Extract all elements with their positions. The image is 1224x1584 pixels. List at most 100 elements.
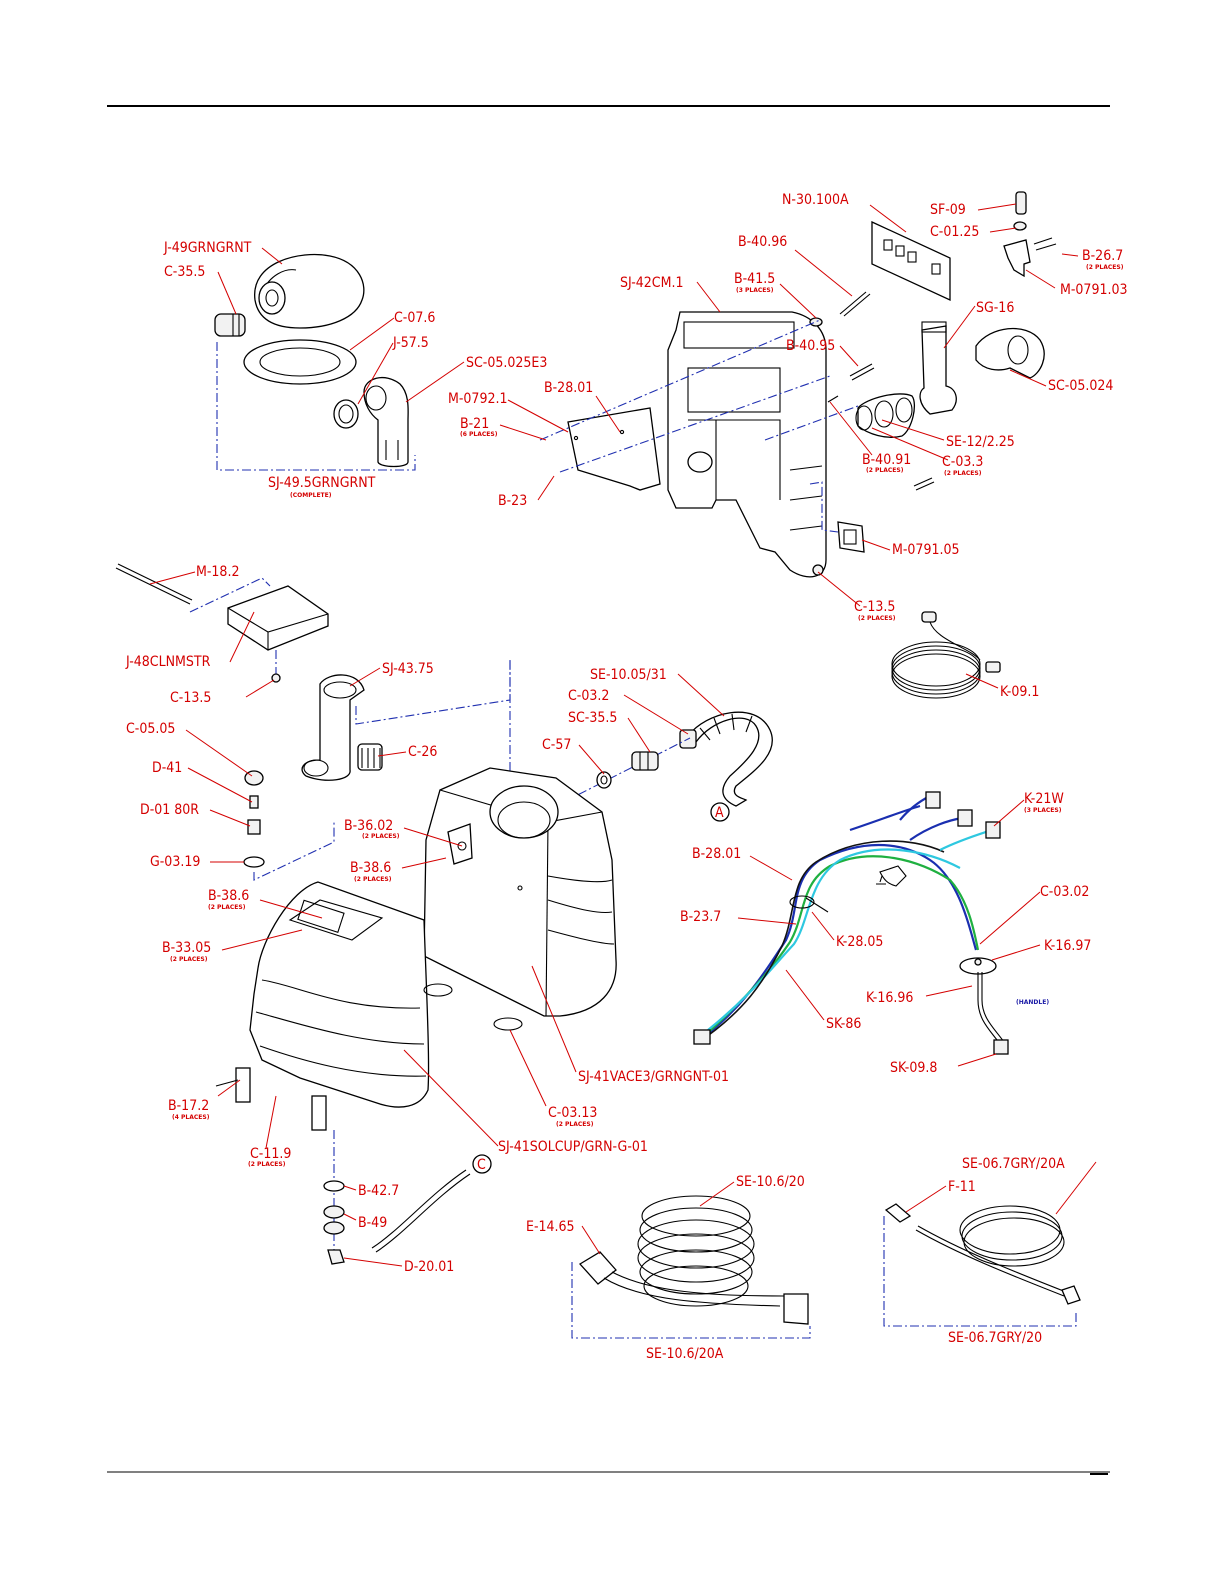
label-se1005: SE-10.05/31 [590, 667, 667, 683]
label-j48: J-48CLNMSTR [125, 654, 211, 670]
label-b3602: B-36.02 [344, 818, 393, 834]
label-sc05025: SC-05.025E3 [466, 355, 547, 371]
label-c135a-sub: (2 PLACES) [858, 615, 896, 622]
lid-b3305 [297, 899, 345, 934]
label-b2801a: B-28.01 [544, 380, 593, 396]
plate-m07921 [567, 407, 661, 491]
label-b386b-sub: (2 PLACES) [208, 904, 246, 911]
label-c135a: C-13.5 [854, 599, 895, 615]
label-handle: (HANDLE) [1016, 999, 1049, 1006]
adapter-se12 [857, 393, 916, 438]
label-m182: M-18.2 [196, 564, 239, 580]
label-b21-sub: (6 PLACES) [460, 431, 498, 438]
label-c355: C-35.5 [164, 264, 205, 280]
pipe-sj4375 [301, 674, 365, 781]
connector-k21w-1 [925, 791, 941, 809]
label-k1696: K-16.96 [866, 990, 913, 1006]
label-b49: B-49 [358, 1215, 387, 1231]
leader-lines [149, 203, 1097, 1267]
label-b386a: B-38.6 [350, 860, 391, 876]
callout-c: C [477, 1157, 486, 1173]
label-k1697: K-16.97 [1044, 938, 1091, 954]
gasket-j575 [333, 399, 359, 429]
label-k21w: K-21W [1024, 791, 1064, 807]
label-b415: B-41.5 [734, 271, 775, 287]
label-d2001: D-20.01 [404, 1259, 454, 1275]
bracket-b3602 [447, 823, 473, 865]
cuff-e1465 [578, 1251, 617, 1285]
label-sj495-sub: (COMPLETE) [290, 492, 332, 499]
label-k091: K-09.1 [1000, 684, 1039, 700]
clamp-c0313a [423, 983, 453, 997]
recovery-dome-assembly [214, 253, 416, 471]
label-c0302: C-03.02 [1040, 884, 1089, 900]
label-b386b: B-38.6 [208, 888, 249, 904]
label-b237: B-23.7 [680, 909, 721, 925]
label-b172-sub: (4 PLACES) [172, 1114, 210, 1121]
gasket-g0319 [243, 856, 265, 868]
label-k2805: K-28.05 [836, 934, 883, 950]
bracket-m079103 [1003, 239, 1031, 278]
valve-sg16 [919, 325, 957, 415]
label-sg16: SG-16 [976, 300, 1014, 316]
label-c033-sub: (2 PLACES) [944, 470, 982, 477]
handle-head-assembly [539, 191, 1057, 578]
pipe-filter-assembly [301, 660, 511, 822]
label-sf09: SF-09 [930, 202, 966, 218]
washer-b427 [323, 1180, 345, 1192]
vacuum-hose-coil [571, 1195, 811, 1339]
label-sj495: SJ-49.5GRNGRNT [268, 475, 376, 491]
label-sk098: SK-09.8 [890, 1060, 937, 1076]
label-sc05024: SC-05.024 [1048, 378, 1113, 394]
plate-m079105 [837, 521, 865, 553]
label-f11: F-11 [948, 1179, 976, 1195]
label-b3305: B-33.05 [162, 940, 211, 956]
label-e1465: E-14.65 [526, 1219, 575, 1235]
valve-column [243, 770, 335, 881]
plug-sk098 [993, 1039, 1009, 1055]
part-labels: J-49GRNGRNT C-35.5 C-07.6 J-57.5 SC-05.0… [125, 192, 1127, 1362]
elbow-sc05025 [363, 376, 409, 468]
solution-tank [215, 881, 430, 1265]
label-b4091-sub: (2 PLACES) [866, 467, 904, 474]
label-b3602-sub: (2 PLACES) [362, 833, 400, 840]
label-c57: C-57 [542, 737, 571, 753]
filter-c26 [357, 743, 383, 771]
connector-k21w-3 [985, 821, 1001, 839]
label-b21: B-21 [460, 416, 489, 432]
lid-j48 [227, 585, 329, 651]
tie-k2805 [789, 895, 815, 909]
label-b386a-sub: (2 PLACES) [354, 876, 392, 883]
foot-c119 [235, 1067, 251, 1103]
label-b4096: B-40.96 [738, 234, 787, 250]
solution-hose: C [371, 1154, 492, 1253]
label-sj4375: SJ-43.75 [382, 661, 434, 677]
label-b3305-sub: (2 PLACES) [170, 956, 208, 963]
label-b4095: B-40.95 [786, 338, 835, 354]
bolt-b4096 [839, 291, 867, 315]
label-b4091: B-40.91 [862, 452, 911, 468]
fitting-c355 [214, 313, 246, 337]
connector-k21w-2 [957, 809, 973, 827]
label-d41: D-41 [152, 760, 182, 776]
label-k21w-sub: (3 PLACES) [1024, 807, 1062, 814]
label-b427: B-42.7 [358, 1183, 399, 1199]
nut-b49b [323, 1221, 345, 1235]
label-c0313: C-03.13 [548, 1105, 597, 1121]
label-b2801b: B-28.01 [692, 846, 741, 862]
label-c033: C-03.3 [942, 454, 983, 470]
oring-d0180r [247, 819, 261, 835]
label-c135b: C-13.5 [170, 690, 211, 706]
power-cord-k091 [891, 611, 1001, 699]
gasket-c076 [243, 339, 357, 385]
washer-c57 [596, 771, 612, 789]
label-b172: B-17.2 [168, 1098, 209, 1114]
label-b415-sub: (3 PLACES) [736, 287, 774, 294]
label-se067: SE-06.7GRY/20 [948, 1330, 1042, 1346]
callout-c-circle [472, 1154, 492, 1174]
label-c0505: C-05.05 [126, 721, 175, 737]
label-m079103: M-0791.03 [1060, 282, 1127, 298]
label-g0319: G-03.19 [150, 854, 200, 870]
label-c119: C-11.9 [250, 1146, 291, 1162]
